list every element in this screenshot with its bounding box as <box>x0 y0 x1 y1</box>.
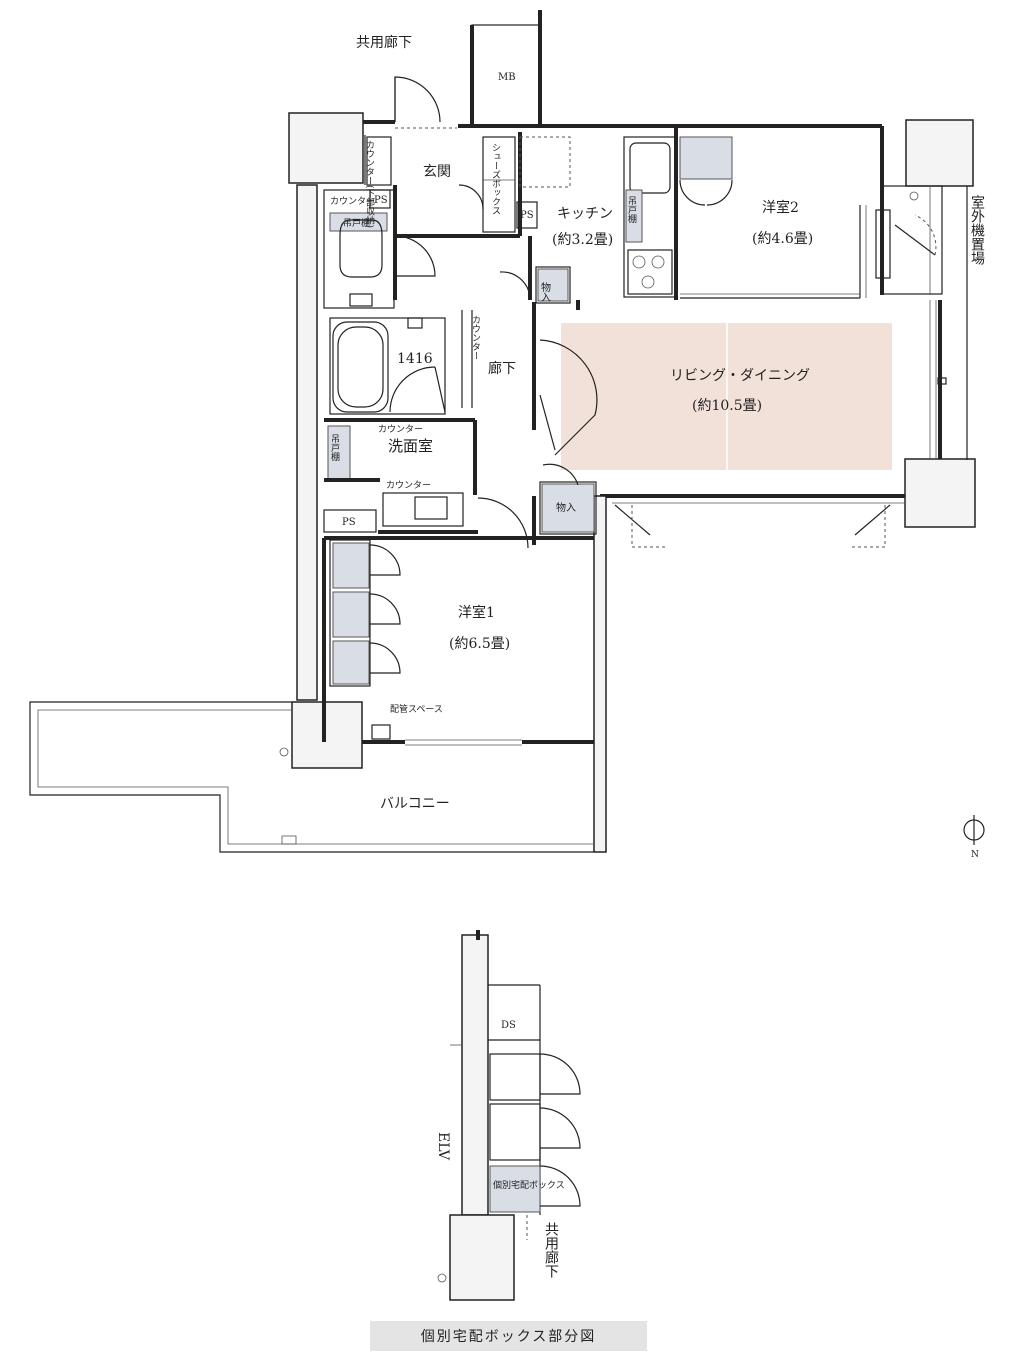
label-ds: DS <box>501 1020 516 1031</box>
door-swings <box>369 76 937 674</box>
label-storage-1: 物入 <box>539 281 551 302</box>
label-hanging-shelf-2: 吊戸棚 <box>329 434 340 462</box>
label-western2: 洋室2 <box>762 199 799 216</box>
label-elv: ELV <box>435 1132 451 1161</box>
delivery-box-plan <box>437 930 581 1301</box>
label-hanging-shelf-kitchen: 吊戸棚 <box>626 196 637 224</box>
label-ps-3: PS <box>342 517 356 528</box>
label-hanging-shelf-1: 吊戸棚 <box>343 217 370 229</box>
label-north: N <box>971 850 979 860</box>
label-hallway: 廊下 <box>488 360 516 377</box>
label-kitchen: キッチン <box>557 206 613 222</box>
label-counter-vertical: カウンター <box>470 315 481 360</box>
label-western1: 洋室1 <box>458 604 495 621</box>
label-ps-1: PS <box>374 195 388 206</box>
label-counter-wash2: カウンター <box>386 480 431 491</box>
label-pipe-space: 配管スペース <box>390 703 443 715</box>
label-living-dining: リビング・ダイニング <box>670 368 810 384</box>
label-shoe-box: シューズボックス <box>490 143 501 215</box>
north-arrow-icon <box>963 815 985 845</box>
balcony-outline <box>29 701 594 853</box>
label-western2-size: (約4.6畳) <box>752 231 813 247</box>
label-living-dining-size: (約10.5畳) <box>692 398 762 414</box>
label-counter-storage: カウンター(下部収納) <box>364 140 375 228</box>
label-ps-2: PS <box>520 210 534 221</box>
caption: 個別宅配ボックス部分図 <box>370 1321 647 1351</box>
label-storage-2: 物入 <box>556 501 576 514</box>
label-mb: MB <box>498 72 516 83</box>
label-outdoor-unit: 室外機置場 <box>969 194 985 265</box>
label-counter-toilet: カウンター <box>330 196 375 207</box>
label-common-corridor-bottom: 共用廊下 <box>543 1222 559 1278</box>
label-washroom: 洗面室 <box>388 437 433 455</box>
label-entrance: 玄関 <box>423 163 451 180</box>
exterior-walls <box>288 10 976 853</box>
label-delivery-box: 個別宅配ボックス <box>493 1179 565 1191</box>
label-bath-size: 1416 <box>397 351 433 367</box>
interior-walls <box>322 126 947 742</box>
label-kitchen-size: (約3.2畳) <box>552 232 613 248</box>
label-common-corridor-top: 共用廊下 <box>356 34 412 51</box>
label-balcony: バルコニー <box>380 796 450 812</box>
label-counter-wash: カウンター <box>378 424 423 435</box>
room-labels: 共用廊下 MB カウンター(下部収納) 玄関 シューズボックス PS PS カウ… <box>329 34 985 1278</box>
label-western1-size: (約6.5畳) <box>449 636 510 652</box>
